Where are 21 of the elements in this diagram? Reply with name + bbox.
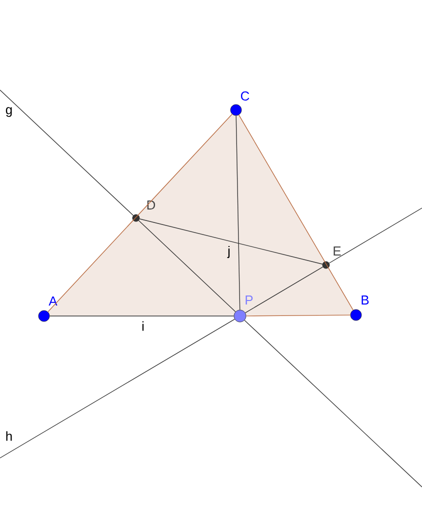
- line: [244, 320, 422, 488]
- point-label: C: [240, 91, 250, 101]
- point-label: A: [48, 296, 58, 306]
- line-label: h: [6, 431, 12, 441]
- point-label: B: [362, 296, 369, 304]
- point-label: E: [334, 246, 341, 256]
- line-label: i: [142, 321, 144, 331]
- line: [0, 90, 134, 216]
- line: [0, 318, 235, 458]
- line: [139, 218, 323, 264]
- point-label: D: [147, 200, 156, 210]
- line: [246, 314, 351, 316]
- line: [138, 220, 236, 312]
- point-label: P: [246, 296, 253, 304]
- line-label: g: [6, 107, 12, 117]
- line: [238, 114, 354, 310]
- line-label: j: [227, 246, 230, 258]
- line: [328, 208, 422, 264]
- line: [48, 114, 232, 312]
- line: [244, 266, 324, 314]
- line: [236, 115, 240, 310]
